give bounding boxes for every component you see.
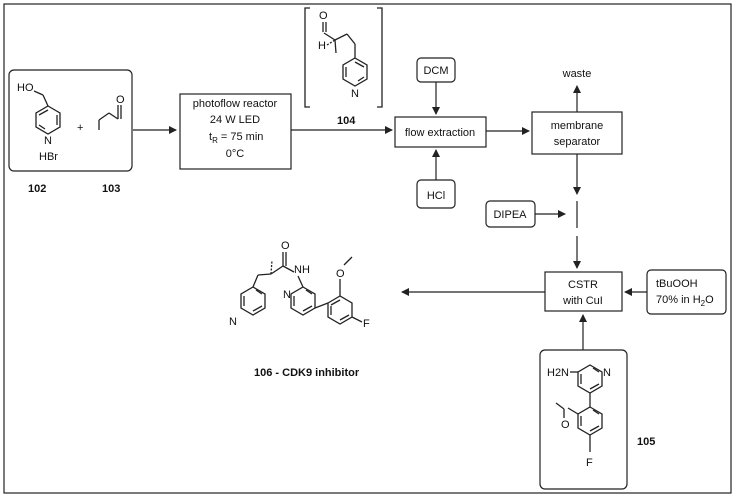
- hcl-label: HCl: [427, 190, 445, 202]
- c106-o-label: O: [281, 240, 290, 252]
- compound-103-structure: O: [98, 94, 125, 130]
- tbuooh-line1: tBuOOH: [656, 278, 698, 290]
- tbuooh-line2: 70% in H2O: [656, 294, 714, 308]
- c106-n2-label: N: [283, 289, 291, 301]
- compound-105-structure: H2N N O F: [547, 364, 611, 469]
- c106-f-label: F: [363, 318, 370, 330]
- c105-n-label: N: [603, 367, 611, 379]
- cstr-line1: CSTR: [568, 279, 598, 291]
- tbuooh-conc: 70% in H: [656, 294, 701, 306]
- reactor-line2: 24 W LED: [210, 114, 260, 126]
- plus-sign: +: [77, 122, 83, 134]
- tbuooh-o: O: [705, 294, 714, 306]
- hbr-label: HBr: [39, 151, 58, 163]
- separator-line2: separator: [554, 136, 601, 148]
- compound-106-id: 106 - CDK9 inhibitor: [254, 367, 360, 379]
- c106-nh-label: NH: [294, 264, 310, 276]
- pyridine-n-label: N: [44, 135, 52, 147]
- c106-n1-label: N: [229, 316, 237, 328]
- reactor-t: t: [209, 131, 212, 143]
- tbuooh-box: [646, 269, 727, 315]
- c105-nh2-label: H2N: [547, 367, 569, 379]
- reactor-line4: 0°C: [226, 148, 245, 160]
- c104-n-label: N: [351, 88, 359, 100]
- compound-103-id: 103: [102, 183, 120, 195]
- compound-104-id: 104: [337, 115, 356, 127]
- hcl-box: [416, 179, 456, 209]
- compound-105-id: 105: [637, 436, 655, 448]
- compound-102-structure: HO N HBr: [17, 82, 61, 163]
- hydroxyl-label: HO: [17, 82, 34, 94]
- compound-102-id: 102: [28, 183, 46, 195]
- cstr-line2: with CuI: [562, 295, 603, 307]
- compound-106-structure: N O NH N O F: [229, 240, 370, 330]
- dipea-label: DIPEA: [493, 209, 527, 221]
- reactor-line3: tR = 75 min: [209, 131, 263, 145]
- waste-label: waste: [562, 68, 592, 80]
- compound-104-structure: O H N: [304, 7, 383, 108]
- separator-line1: membrane: [551, 120, 604, 132]
- c106-o2-label: O: [336, 268, 345, 280]
- c105-f-label: F: [586, 457, 593, 469]
- reactor-t-sub: R: [212, 136, 218, 145]
- tbuooh-sub: 2: [701, 299, 706, 308]
- c105-o-label: O: [561, 419, 570, 431]
- cstr-box: [544, 271, 623, 312]
- photoflow-reactor-box: [179, 93, 292, 170]
- flow-extraction-box: [394, 116, 487, 148]
- c104-o-label: O: [319, 10, 328, 22]
- c104-h-label: H: [318, 40, 326, 52]
- reactor-line1: photoflow reactor: [193, 98, 278, 110]
- flow-extraction-label: flow extraction: [405, 127, 475, 139]
- reactor-time: = 75 min: [218, 131, 264, 143]
- dcm-label: DCM: [423, 65, 448, 77]
- c105-nh2-text: H2N: [547, 367, 569, 379]
- aldehyde-o-label: O: [116, 94, 125, 106]
- outer-frame: [3, 3, 732, 494]
- reactant-box: [8, 69, 133, 172]
